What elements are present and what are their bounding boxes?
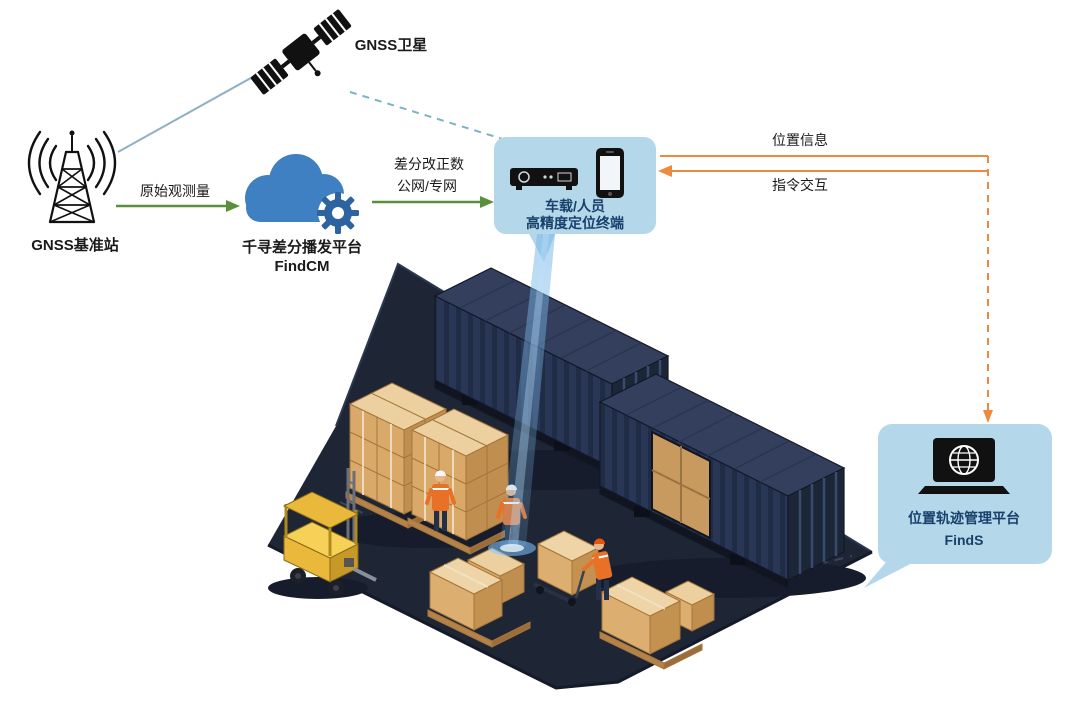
position-info-label: 位置信息	[772, 132, 828, 148]
cloud-platform-name: 千寻差分播发平台	[241, 239, 363, 256]
satellite-to-station-link	[117, 73, 259, 153]
corrections-network-label: 公网/专网	[397, 178, 457, 194]
satellite-to-terminal-link	[349, 91, 507, 141]
gear-icon	[317, 192, 359, 234]
raw-observation-arrow	[116, 200, 240, 212]
raw-observation-label: 原始观测量	[140, 183, 210, 199]
management-platform-name: 位置轨迹管理平台	[908, 510, 1020, 526]
platform-drop-link	[983, 156, 993, 423]
container-open-door	[651, 430, 711, 540]
worker-right	[582, 538, 613, 600]
terminal-label-line2: 高精度定位终端	[526, 215, 624, 231]
pallet-stacks	[345, 382, 511, 555]
management-platform-product: FindS	[944, 532, 984, 548]
forklift-icon	[282, 468, 377, 596]
finds-bubble	[864, 424, 1052, 588]
command-interaction-link	[658, 165, 988, 177]
gnss-satellite-icon	[250, 9, 352, 95]
worker-left	[425, 470, 456, 531]
satellite-label: GNSS卫星	[354, 37, 428, 54]
smartphone-icon	[596, 148, 624, 198]
base-station-label: GNSS基准站	[31, 237, 119, 254]
terminal-label-line1: 车载/人员	[545, 198, 605, 214]
base-station-icon	[27, 130, 117, 224]
positioning-beam	[488, 234, 555, 556]
container-right	[598, 373, 846, 589]
vehicle-terminal-icon	[510, 168, 578, 190]
pallet-bottom-center	[427, 547, 531, 648]
corrections-label: 差分改正数	[394, 156, 464, 172]
cloud-platform-icon	[245, 154, 359, 234]
laptop-globe-icon	[918, 438, 1010, 494]
pallet-truck	[533, 530, 600, 606]
pallet-bottom-right	[599, 576, 716, 670]
command-interaction-label: 指令交互	[772, 177, 828, 193]
cloud-platform-product: FindCM	[274, 258, 330, 275]
warehouse-scene	[267, 262, 873, 690]
corrections-arrow	[372, 196, 494, 208]
